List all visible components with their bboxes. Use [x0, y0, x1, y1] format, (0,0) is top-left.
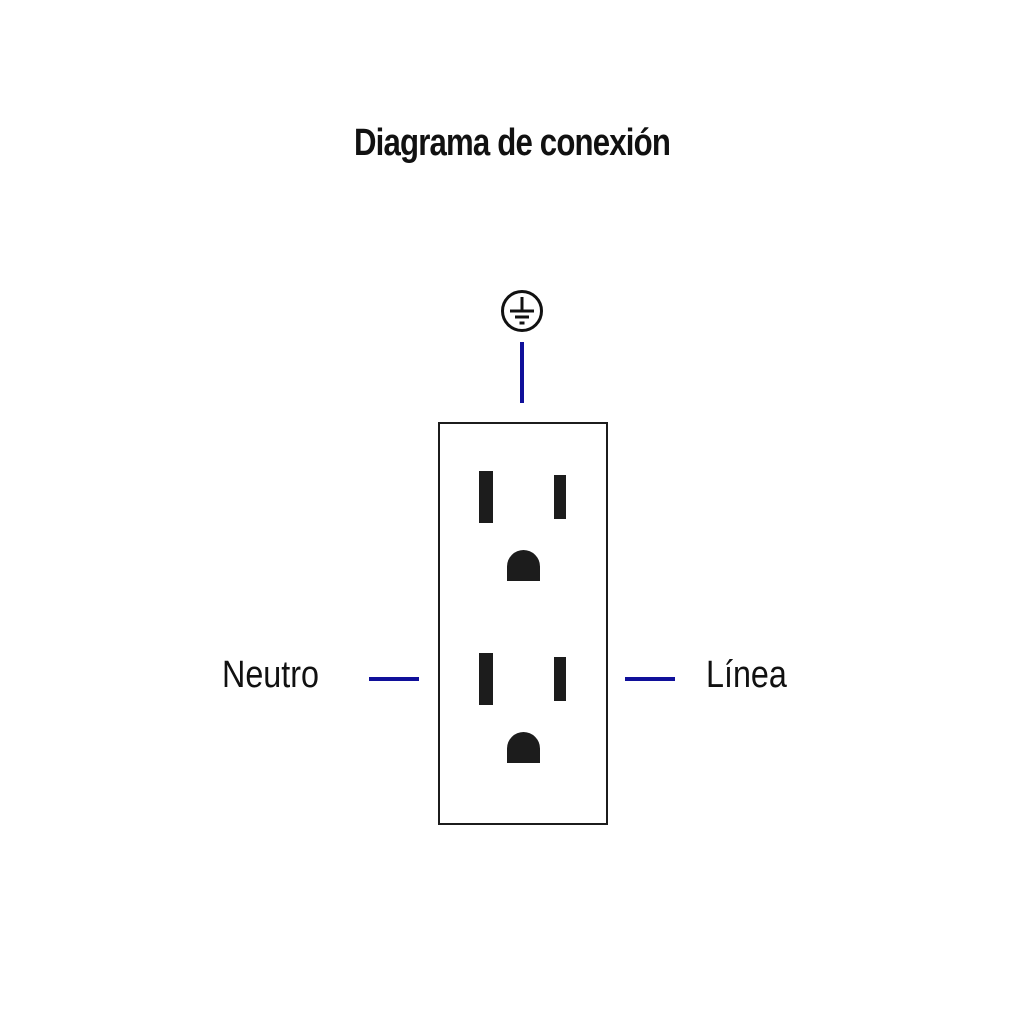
bottom-line-slot	[553, 656, 566, 701]
top-line-slot	[553, 474, 566, 519]
top-neutral-slot	[478, 470, 493, 523]
bottom-ground-hole	[506, 731, 540, 763]
line-wire	[625, 677, 675, 681]
ground-icon	[501, 290, 543, 332]
top-ground-hole	[506, 549, 540, 581]
duplex-outlet	[438, 422, 608, 825]
ground-wire	[520, 342, 524, 403]
bottom-neutral-slot	[478, 652, 493, 705]
neutral-label: Neutro	[222, 654, 319, 696]
neutral-wire	[369, 677, 419, 681]
diagram-title: Diagrama de conexión	[353, 122, 671, 164]
line-label: Línea	[706, 654, 787, 696]
